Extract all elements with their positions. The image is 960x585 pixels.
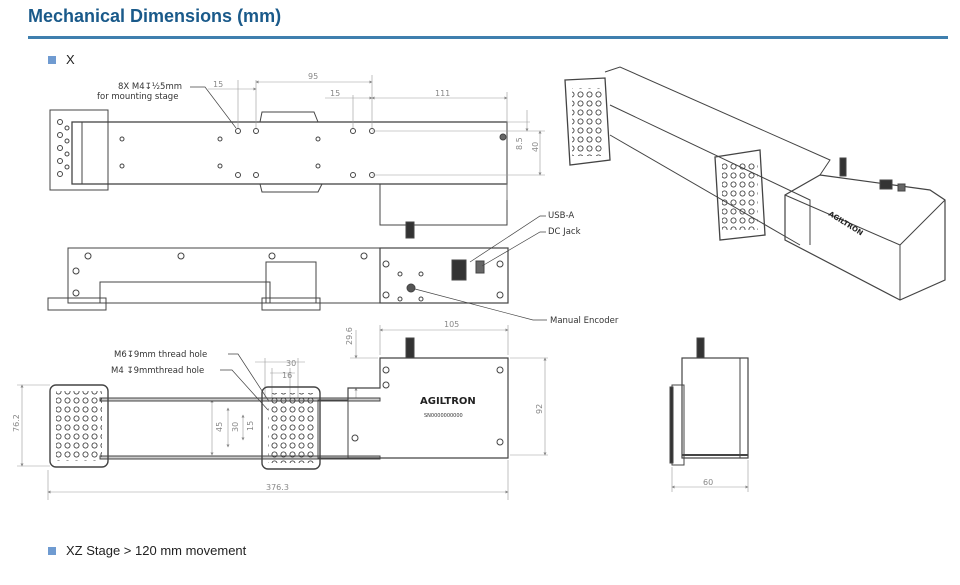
dim-15a: 15	[213, 80, 223, 89]
iso-antenna	[839, 157, 847, 177]
front-view	[49, 337, 509, 470]
usb-leader	[469, 215, 546, 263]
encoder-leader	[414, 288, 547, 321]
carriage-side	[265, 261, 317, 304]
callout-mounting-line2: for mounting stage	[97, 92, 178, 102]
carriage-top	[259, 111, 319, 123]
dim-40: 40	[531, 142, 540, 152]
dim-30b: 30	[231, 422, 240, 432]
dim-105: 105	[444, 320, 459, 329]
controller-box-front	[347, 357, 509, 459]
controller-box-side	[379, 247, 509, 304]
carriage-bottom	[259, 183, 323, 193]
dim-29-6: 29.6	[345, 327, 354, 345]
controller-box-top	[379, 122, 508, 226]
callout-manual-encoder: Manual Encoder	[550, 316, 619, 326]
mounting-holes	[119, 128, 507, 178]
end-plate	[49, 109, 109, 191]
callout-mounting-leader	[190, 86, 237, 129]
fixed-plate	[49, 384, 109, 468]
dim-8-5: 8.5	[515, 137, 524, 150]
dim-lines-front	[17, 325, 548, 500]
dim-92: 92	[535, 404, 544, 414]
callout-usb-a: USB-A	[548, 211, 574, 221]
manual-encoder-knob	[406, 283, 416, 293]
antenna-top	[405, 221, 415, 239]
iso-dc	[897, 183, 906, 192]
end-plate-holes	[57, 119, 70, 177]
iso-usb	[879, 179, 893, 190]
dim-15: 15	[246, 421, 255, 431]
callout-mounting-line1: 8X M4↧½5mm	[118, 82, 182, 92]
side-view	[47, 247, 509, 311]
callout-m4-thread: M4 ↧9mmthread hole	[111, 366, 204, 376]
dim-15b: 15	[330, 89, 340, 98]
foot-right	[261, 297, 321, 311]
m4-leader	[220, 369, 269, 411]
moving-plate	[261, 386, 321, 470]
iso-controller-box	[784, 174, 946, 301]
section-x: X	[48, 52, 75, 67]
iso-moving-plate	[714, 149, 766, 241]
foot-left	[47, 297, 107, 311]
serial-number: SN0000000000	[424, 413, 463, 419]
bullet-square-icon	[48, 546, 56, 555]
section-xz-label: XZ Stage > 120 mm movement	[66, 543, 247, 558]
iso-fixed-plate	[564, 77, 611, 166]
rail-body	[67, 247, 381, 304]
dim-45: 45	[215, 422, 224, 432]
brand-front: AGILTRON	[420, 396, 476, 407]
dc-leader	[481, 231, 546, 267]
title-divider	[28, 36, 948, 39]
screws-side	[72, 252, 504, 302]
callout-dc-jack: DC Jack	[548, 227, 581, 237]
dim-76-2: 76.2	[12, 414, 21, 432]
dim-30: 30	[286, 359, 296, 368]
dim-376-3: 376.3	[266, 483, 289, 492]
dim-16: 16	[282, 371, 292, 380]
dim-111: 111	[435, 89, 450, 98]
dim-95: 95	[308, 72, 318, 81]
end-view	[669, 337, 749, 466]
antenna-end	[696, 337, 705, 359]
antenna-front	[405, 337, 415, 359]
section-xz: XZ Stage > 120 mm movement	[48, 543, 246, 558]
top-view-dims	[208, 75, 545, 200]
usb-a-port	[451, 259, 467, 281]
bullet-square-icon	[48, 55, 56, 64]
brand-iso: AGILTRON	[827, 210, 864, 238]
dc-jack-port	[475, 260, 485, 274]
m6-leader	[228, 353, 269, 401]
isometric-view	[564, 66, 946, 301]
page-title: Mechanical Dimensions (mm)	[28, 6, 282, 26]
dim-60: 60	[703, 478, 713, 487]
iso-rail-top	[604, 66, 831, 176]
section-x-label: X	[66, 52, 75, 67]
top-view	[49, 109, 508, 239]
callout-m6-thread: M6↧9mm thread hole	[114, 350, 207, 360]
